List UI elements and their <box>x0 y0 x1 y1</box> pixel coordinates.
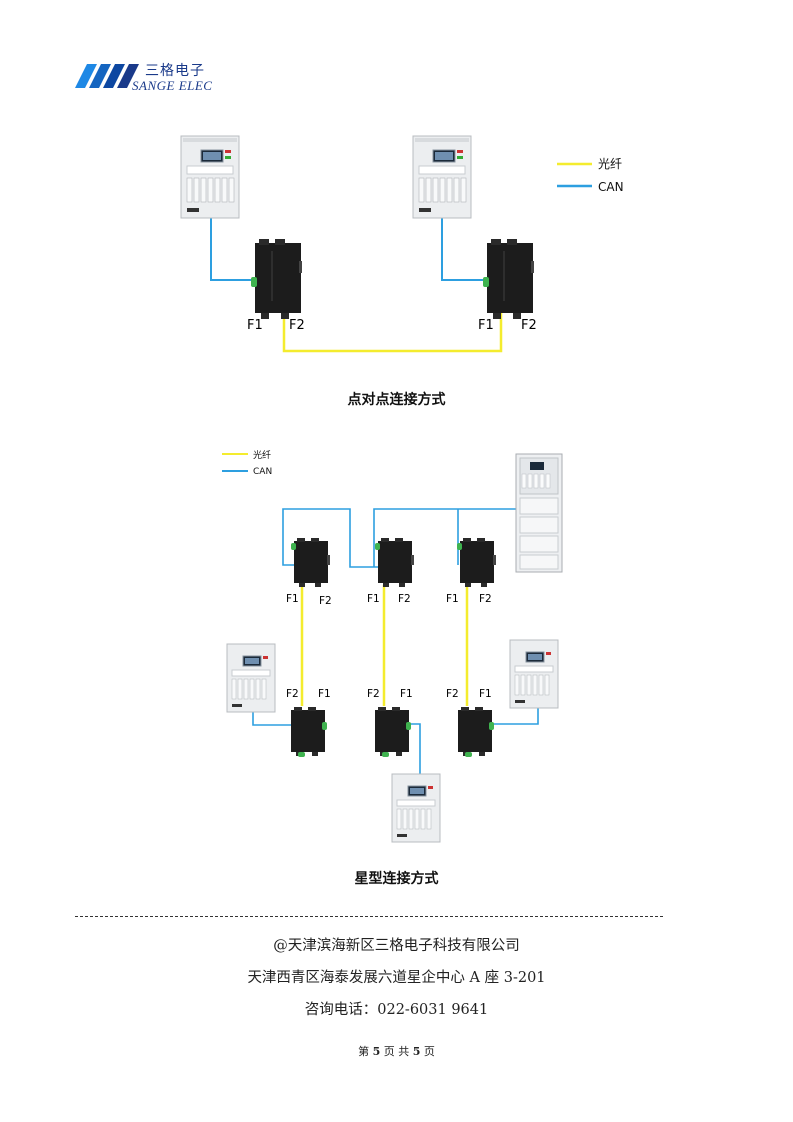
port-label-f1: F1 <box>247 318 263 333</box>
point-to-point-diagram: 光纤 CAN F1 F2 F1 F2 <box>180 135 624 353</box>
fire-alarm-panel <box>180 135 240 219</box>
port-label-f1: F1 <box>367 593 380 605</box>
port-label-f2: F2 <box>446 688 459 700</box>
fire-alarm-panel <box>226 643 276 713</box>
port-label-f1: F1 <box>446 593 459 605</box>
fiber-converter-module <box>375 538 414 587</box>
port-label-f1: F1 <box>318 688 331 700</box>
company-name-cn: 三格电子 <box>145 63 205 79</box>
port-label-f2: F2 <box>521 318 537 333</box>
port-label-f1: F1 <box>286 593 299 605</box>
caption-point-to-point: 点对点连接方式 <box>347 392 446 408</box>
fire-alarm-panel <box>509 639 559 709</box>
fire-alarm-panel <box>412 135 472 219</box>
footer-company: @天津滨海新区三格电子科技有限公司 <box>273 938 520 954</box>
fiber-converter-module <box>483 239 534 319</box>
fiber-converter-module <box>375 707 411 757</box>
port-label-f1: F1 <box>400 688 413 700</box>
footer-phone: 咨询电话：022-6031 9641 <box>304 1002 489 1018</box>
port-label-f2: F2 <box>479 593 492 605</box>
footer-address: 天津西青区海泰发展六道星企中心 A 座 3-201 <box>247 970 546 986</box>
star-topology-diagram: 光纤 CAN F1 F2 F1 F2 F1 F2 <box>222 449 563 843</box>
legend-fiber-label: 光纤 <box>598 157 622 171</box>
company-name-en: SANGE ELEC <box>132 78 213 93</box>
fiber-converter-module <box>457 538 496 587</box>
port-label-f1: F1 <box>478 318 494 333</box>
legend-can-label: CAN <box>253 467 272 477</box>
legend-fiber-label: 光纤 <box>253 449 271 461</box>
legend-can-label: CAN <box>598 180 624 194</box>
sange-logo-icon <box>75 64 139 88</box>
main-control-cabinet <box>515 453 563 573</box>
fiber-converter-module <box>291 538 330 587</box>
fiber-converter-module <box>251 239 302 319</box>
can-bus-line <box>282 508 380 568</box>
port-label-f1: F1 <box>479 688 492 700</box>
can-cable-left <box>210 218 253 281</box>
page-number: 第 5 页 共 5 页 <box>358 1045 435 1058</box>
fiber-converter-module <box>458 707 494 757</box>
port-label-f2: F2 <box>398 593 411 605</box>
can-bus-line <box>373 508 516 567</box>
fiber-cable <box>282 312 503 353</box>
port-label-f2: F2 <box>367 688 380 700</box>
can-cable-right <box>441 218 485 281</box>
fire-alarm-panel <box>391 773 441 843</box>
port-label-f2: F2 <box>286 688 299 700</box>
port-label-f2: F2 <box>319 595 332 607</box>
port-label-f2: F2 <box>289 318 305 333</box>
fiber-converter-module <box>291 707 327 757</box>
footer-divider <box>75 916 663 917</box>
caption-star: 星型连接方式 <box>354 871 439 887</box>
